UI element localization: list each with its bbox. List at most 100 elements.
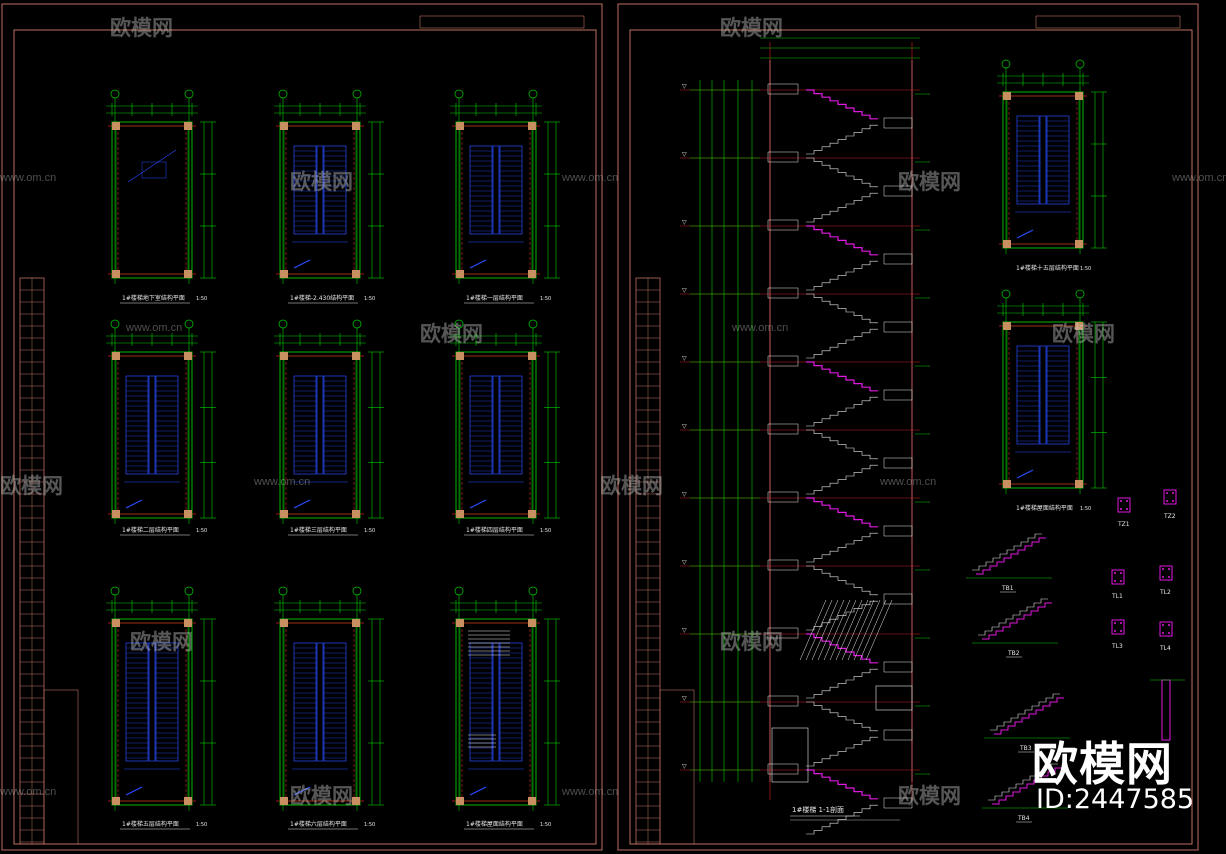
stair-well xyxy=(148,375,156,475)
section-mark xyxy=(293,259,311,269)
landing-slab xyxy=(883,661,913,673)
section-mark xyxy=(125,786,143,796)
axis-bubble xyxy=(1001,59,1011,69)
stair-flight-section xyxy=(806,701,878,732)
section-title: 1#楼梯 1-1剖面 xyxy=(792,805,844,814)
watermark-domain: www.om.cn xyxy=(880,476,937,488)
column xyxy=(112,619,120,627)
stair-flight xyxy=(155,375,179,475)
axis-bubble xyxy=(278,319,288,329)
hatched-slab xyxy=(799,599,893,661)
stair-slab-detail xyxy=(978,598,1048,636)
hatch-line xyxy=(799,599,827,661)
section-mark xyxy=(125,499,143,509)
stair-plan xyxy=(106,319,216,524)
sheet-header-box xyxy=(419,15,585,29)
plan-scale: 1:50 xyxy=(196,296,207,302)
stair-flight xyxy=(293,642,317,762)
column xyxy=(528,510,536,518)
rebar-dot xyxy=(1120,508,1122,510)
stair-slab-rebar xyxy=(992,767,1062,805)
slab-mark xyxy=(127,149,177,183)
stair-plan xyxy=(450,586,560,811)
column xyxy=(456,352,464,360)
stair-flight xyxy=(293,145,317,235)
column xyxy=(1075,92,1083,100)
section-mark xyxy=(469,499,487,509)
stair-flight-section xyxy=(806,260,878,291)
plan-title: 1#楼梯四层结构平面 xyxy=(466,526,523,534)
stair-wall-outline xyxy=(279,121,361,279)
watermark-domain: www.om.cn xyxy=(126,322,183,334)
column xyxy=(456,510,464,518)
watermark-text: 欧模网 xyxy=(130,630,193,654)
column xyxy=(184,122,192,130)
stair-wall-inner xyxy=(459,355,533,515)
watermark-text: 欧模网 xyxy=(1052,322,1115,346)
level-mark: ▽ xyxy=(682,151,687,158)
landing-slab xyxy=(767,219,799,231)
plan-title: 1#楼梯屋面结构平面 xyxy=(1016,504,1073,512)
stair-wall-inner xyxy=(1006,325,1080,485)
column xyxy=(1075,480,1083,488)
stair-flight xyxy=(469,375,493,475)
component-label: TB4 xyxy=(1017,815,1030,822)
landing-slab xyxy=(883,729,913,741)
plan-title: 1#楼梯地下室结构平面 xyxy=(122,294,185,302)
stair-wall-outline xyxy=(455,618,537,806)
section-mark xyxy=(1016,229,1034,239)
watermark-text: 欧模网 xyxy=(420,322,483,346)
stair-wall-inner xyxy=(1006,95,1080,245)
rebar-dot xyxy=(1120,630,1122,632)
landing-slab xyxy=(883,185,913,197)
sheet-outer-border xyxy=(1,3,603,851)
stair-flight-section xyxy=(806,429,878,460)
hatch-line xyxy=(835,599,863,661)
axis-bubble xyxy=(184,319,194,329)
stair-wall-outline xyxy=(111,618,193,806)
rebar-dot xyxy=(1114,622,1116,624)
plan-scale: 1:50 xyxy=(196,528,207,534)
landing-slab xyxy=(767,491,799,503)
watermark-domain: www.om.cn xyxy=(562,786,619,798)
stair-well xyxy=(148,642,156,762)
level-mark: ▽ xyxy=(682,695,687,702)
stair-well xyxy=(316,145,324,235)
stair-plan xyxy=(274,586,384,811)
component-label: TZ1 xyxy=(1117,521,1130,528)
rebar-dot xyxy=(1172,492,1174,494)
column xyxy=(184,352,192,360)
rebar-dot xyxy=(1114,630,1116,632)
rebar-dot xyxy=(1162,576,1164,578)
watermark-text: 欧模网 xyxy=(600,474,663,498)
stair-flight-section xyxy=(806,192,878,223)
hatch-line xyxy=(817,599,845,661)
column xyxy=(456,619,464,627)
column xyxy=(352,510,360,518)
column xyxy=(352,352,360,360)
rebar-dot xyxy=(1120,580,1122,582)
landing-slab xyxy=(767,559,799,571)
sheet-inner-border xyxy=(13,29,597,845)
plan-title: 1#楼梯六层结构平面 xyxy=(290,820,347,828)
stair-slab-rebar xyxy=(976,537,1046,575)
hatch-line xyxy=(853,599,881,661)
plan-title: 1#楼梯五层结构平面 xyxy=(122,820,179,828)
section-detail xyxy=(1159,565,1173,581)
column xyxy=(112,122,120,130)
landing-slab xyxy=(767,287,799,299)
stair-flight xyxy=(499,642,523,762)
plan-title: 1#楼梯十五层结构平面 xyxy=(1016,264,1079,272)
axis-bubble xyxy=(528,89,538,99)
column xyxy=(184,797,192,805)
component-label: TB1 xyxy=(1001,585,1014,592)
axis-bubble xyxy=(454,586,464,596)
stair-wall-inner xyxy=(115,125,189,275)
stair-wall-inner xyxy=(459,622,533,802)
plan-scale: 1:50 xyxy=(364,822,375,828)
landing-slab xyxy=(883,797,913,809)
watermark-domain: www.om.cn xyxy=(0,172,57,184)
